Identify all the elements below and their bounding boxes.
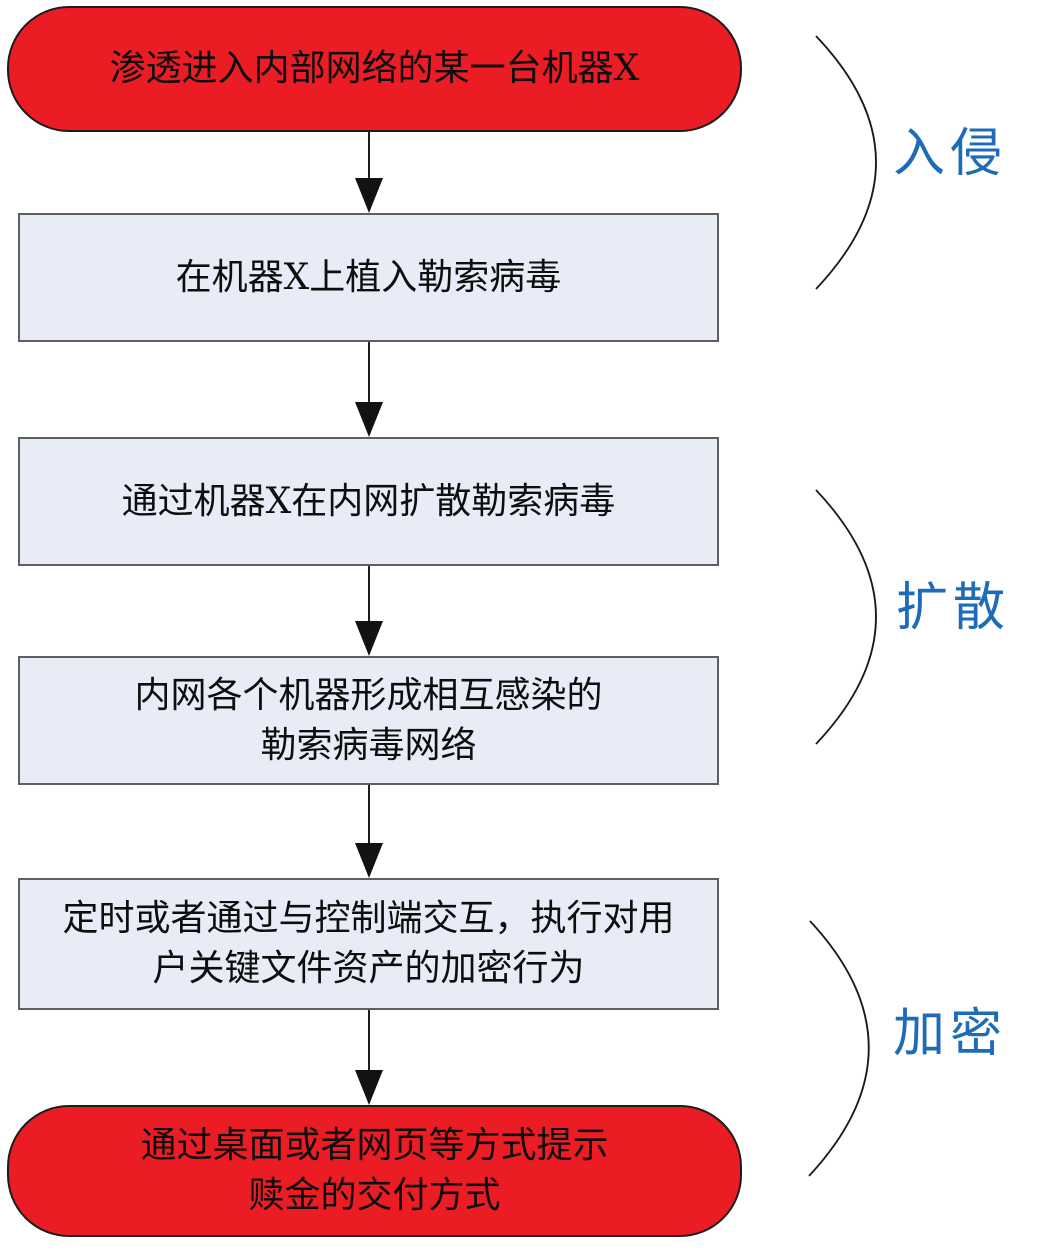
flow-arrow-2 [355, 342, 383, 437]
stage-label-spread: 扩散 [896, 578, 1011, 638]
flow-node-network: 内网各个机器形成相互感染的 勒索病毒网络 [18, 656, 719, 785]
arrow-shaft [368, 131, 370, 178]
flow-node-implant: 在机器X上植入勒索病毒 [18, 213, 719, 342]
stage-brace-arc-3 [808, 920, 870, 1177]
flow-arrow-1 [355, 131, 383, 213]
stage-label-intrusion: 入侵 [893, 124, 1008, 184]
flow-node-penetrate: 渗透进入内部网络的某一台机器X [7, 6, 742, 132]
flow-node-encrypt: 定时或者通过与控制端交互，执行对用 户关键文件资产的加密行为 [18, 878, 719, 1010]
flow-arrow-4 [355, 785, 383, 878]
arrowhead-down-icon [355, 178, 383, 213]
arrow-shaft [368, 566, 370, 621]
flow-node-spread: 通过机器X在内网扩散勒索病毒 [18, 437, 719, 566]
flow-node-ransom: 通过桌面或者网页等方式提示 赎金的交付方式 [7, 1105, 742, 1237]
flow-arrow-5 [355, 1010, 383, 1105]
stage-label-encryption: 加密 [893, 1004, 1008, 1064]
arrow-shaft [368, 342, 370, 402]
stage-brace-arc-1 [815, 35, 877, 290]
flow-arrow-3 [355, 566, 383, 656]
arrow-shaft [368, 1010, 370, 1070]
stage-brace-arc-2 [815, 489, 877, 745]
arrow-shaft [368, 785, 370, 843]
arrowhead-down-icon [355, 402, 383, 437]
arrowhead-down-icon [355, 1070, 383, 1105]
arrowhead-down-icon [355, 621, 383, 656]
arrowhead-down-icon [355, 843, 383, 878]
